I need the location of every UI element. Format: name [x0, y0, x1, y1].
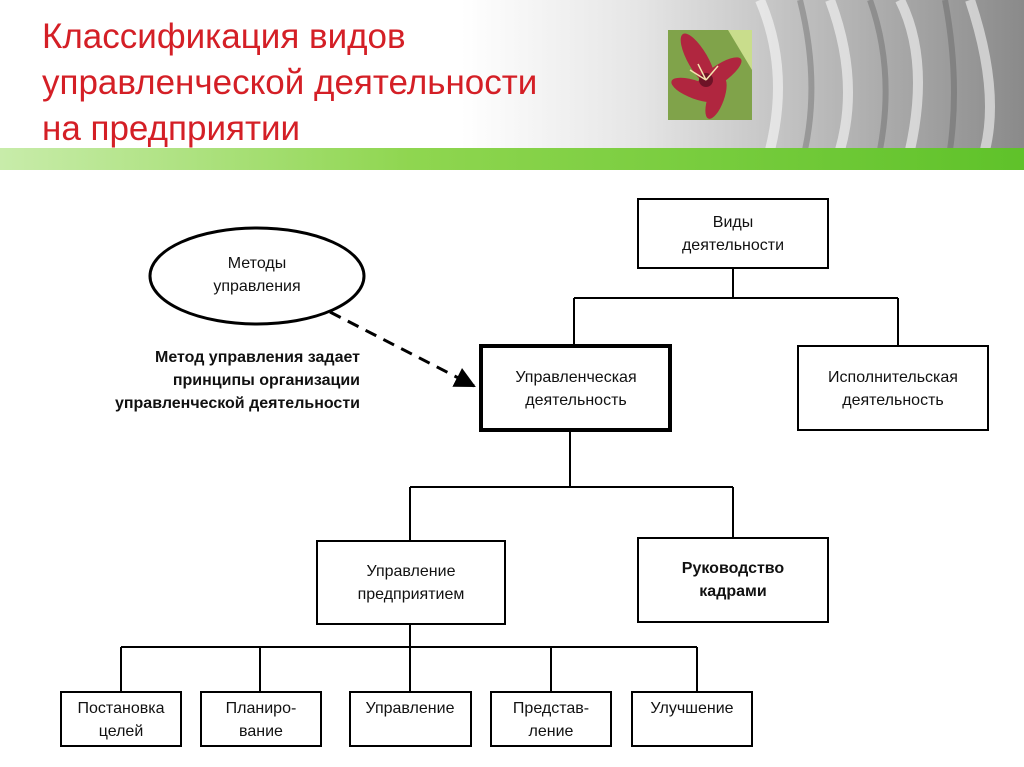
title-line-2: управленческой деятельности	[42, 63, 538, 102]
leaf-representation-label-1: Представ-	[513, 700, 589, 717]
leaf-planning-label-1: Планиро-	[226, 700, 297, 717]
enterprise-label-1: Управление	[367, 563, 456, 580]
leaf-representation-label-2: ление	[529, 723, 574, 740]
leaf-node-planning: Планиро- вание	[200, 691, 322, 747]
title-line-3: на предприятии	[42, 109, 301, 148]
slide-header: Классификация видов управленческой деяте…	[0, 0, 1024, 170]
leaf-node-goals: Постановка целей	[60, 691, 182, 747]
hr-leadership-node: Руководство кадрами	[637, 537, 829, 623]
executive-label-2: деятельность	[842, 392, 943, 409]
enterprise-label-2: предприятием	[358, 586, 465, 603]
note-line-2: принципы организации	[173, 372, 360, 389]
leaf-node-improvement: Улучшение	[631, 691, 753, 747]
title-line-1: Классификация видов	[42, 17, 406, 56]
leaf-improvement-label: Улучшение	[650, 700, 733, 717]
slide-title: Классификация видов управленческой деяте…	[42, 14, 537, 152]
leaf-management-label: Управление	[366, 700, 455, 717]
executive-label-1: Исполнительская	[828, 369, 958, 386]
leaf-planning-label-2: вание	[239, 723, 283, 740]
note-line-1: Метод управления задает	[155, 349, 360, 366]
root-label-1: Виды	[713, 214, 753, 231]
enterprise-management-node: Управление предприятием	[316, 540, 506, 625]
header-background	[0, 0, 1024, 170]
green-stripe	[0, 148, 1024, 170]
methods-label-2: управления	[213, 278, 300, 295]
dashed-arrow	[329, 310, 476, 388]
leaf-node-representation: Представ- ление	[490, 691, 612, 747]
managerial-node: Управленческая деятельность	[479, 344, 672, 432]
methods-label-1: Методы	[228, 255, 286, 272]
managerial-label-2: деятельность	[525, 392, 626, 409]
methods-note: Метод управления задает принципы организ…	[115, 349, 360, 412]
methods-ellipse-node: Методы управления	[148, 226, 366, 326]
hr-label-1: Руководство	[682, 560, 785, 577]
leaf-goals-label-2: целей	[99, 723, 144, 740]
flower-photo-icon	[668, 30, 752, 120]
note-line-3: управленческой деятельности	[115, 395, 360, 412]
hr-label-2: кадрами	[699, 583, 766, 600]
root-node: Виды деятельности	[637, 198, 829, 269]
root-label-2: деятельности	[682, 237, 784, 254]
leaf-node-management: Управление	[349, 691, 472, 747]
leaf-goals-label-1: Постановка	[78, 700, 165, 717]
tree-connectors	[120, 268, 899, 692]
executive-node: Исполнительская деятельность	[797, 345, 989, 431]
managerial-label-1: Управленческая	[515, 369, 636, 386]
